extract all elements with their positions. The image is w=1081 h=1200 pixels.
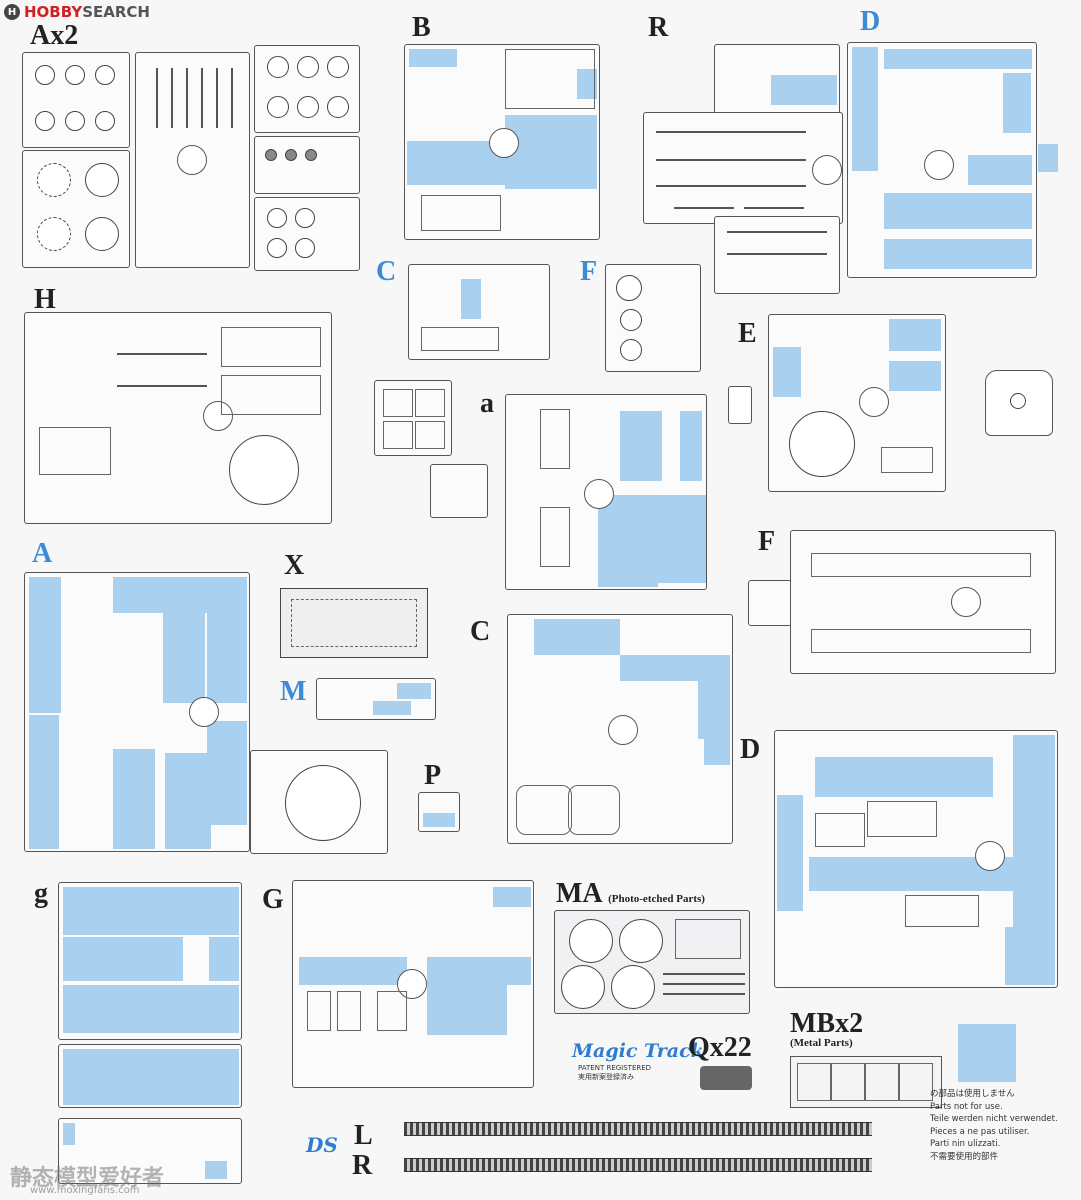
- sprue-ma-photo-etch: [554, 910, 750, 1014]
- not-for-use-legend: の部品は使用しません Parts not for use. Teile werd…: [930, 1088, 1058, 1163]
- note-it: Parti nin ulizzati.: [930, 1139, 1001, 1149]
- sprue-a-lower-tab: [430, 464, 488, 518]
- sprue-e-tab: [728, 386, 752, 424]
- sprue-x-hull: [280, 588, 428, 658]
- sprue-g-lower-bottom: [58, 1118, 242, 1184]
- sprue-a-lower: [505, 394, 707, 590]
- sprue-label-d-top: D: [860, 6, 881, 37]
- magic-track-patent: PATENT REGISTERED 実用新案登録済み: [578, 1064, 651, 1082]
- sprue-label-mbx2: MBx2 (Metal Parts): [790, 1010, 863, 1049]
- ma-subtitle: (Photo-etched Parts): [608, 893, 705, 905]
- sprue-ax2-wheels-top: [22, 52, 130, 148]
- track-l: [404, 1122, 872, 1136]
- sprue-label-b: B: [412, 12, 431, 43]
- sprue-label-x: X: [284, 550, 305, 581]
- note-en: Parts not for use.: [930, 1101, 1003, 1112]
- sprue-g-lower: [58, 882, 242, 1040]
- sprue-m: [316, 678, 436, 720]
- sprue-c-small: [408, 264, 550, 360]
- track-label-r: R: [352, 1150, 373, 1181]
- sprue-label-ma: MA (Photo-etched Parts): [556, 880, 705, 908]
- sprue-label-r: R: [648, 12, 669, 43]
- sprue-label-f-large: F: [758, 526, 776, 557]
- logo-icon: H: [4, 4, 20, 20]
- sprue-label-e: E: [738, 318, 757, 349]
- sprue-label-ax2: Ax2: [30, 20, 79, 51]
- ds-logo: DS: [306, 1133, 338, 1157]
- sprue-label-d-lower: D: [740, 734, 761, 765]
- sprue-c-mid: [507, 614, 733, 844]
- note-de: Teile werden nicht verwendet.: [930, 1114, 1058, 1124]
- sprue-a-big-extension: [250, 750, 388, 854]
- sprue-label-m: M: [280, 676, 307, 707]
- note-fr: Pieces a ne pas utiliser.: [930, 1126, 1030, 1137]
- patent-jp: 実用新案登録済み: [578, 1073, 634, 1081]
- mb-subtitle: (Metal Parts): [790, 1037, 853, 1049]
- sprue-label-a-lower: a: [480, 388, 494, 419]
- sprue-label-qx22: Qx22: [688, 1032, 752, 1063]
- sprue-f-large-tab: [748, 580, 792, 626]
- sprue-h-hatch: [374, 380, 452, 456]
- sprue-p: [418, 792, 460, 832]
- sprue-g-lower-mid: [58, 1044, 242, 1108]
- sprue-ax2-wheels-right: [254, 45, 360, 133]
- sprue-mb-metal: [790, 1056, 942, 1108]
- sprue-label-p: P: [424, 760, 442, 791]
- sprue-h: [24, 312, 332, 524]
- turret-part: [985, 370, 1053, 436]
- note-cn: 不需要使用的部件: [930, 1151, 999, 1162]
- site-logo: H HOBBYSEARCH: [4, 3, 150, 21]
- sprue-d-top-tab: [1038, 144, 1058, 172]
- sprue-f-large: [790, 530, 1056, 674]
- sprue-r-bottom: [714, 216, 840, 294]
- sprue-f-small: [605, 264, 701, 372]
- magic-track-logo: Magic Track: [572, 1040, 704, 1062]
- sprue-e: [768, 314, 946, 492]
- sprue-ax2-center: [135, 52, 250, 268]
- logo-brand-red: HOBBY: [24, 3, 83, 21]
- note-jp: の部品は使用しません: [930, 1089, 1015, 1099]
- not-for-use-swatch: [958, 1024, 1016, 1082]
- sprue-a-big: [24, 572, 250, 852]
- track-label-l: L: [354, 1120, 373, 1151]
- logo-brand-gray: SEARCH: [82, 3, 150, 21]
- sprue-ax2-wheels-bottom: [254, 197, 360, 271]
- sprue-ax2-sprockets: [22, 150, 130, 268]
- sprue-label-h: H: [34, 284, 56, 315]
- sprue-ax2-small-parts: [254, 136, 360, 194]
- watermark-url: www.moxingfans.com: [30, 1185, 140, 1196]
- sprue-g-upper: [292, 880, 534, 1088]
- sprue-label-a-big: A: [32, 538, 53, 569]
- ma-title: MA: [556, 878, 602, 909]
- sprue-label-c-small: C: [376, 256, 397, 287]
- mb-title: MBx2: [790, 1008, 864, 1039]
- watermark-cn: 静态模型爱好者: [10, 1166, 165, 1191]
- sprue-label-f-small: F: [580, 256, 598, 287]
- sprue-label-g-lower: g: [34, 878, 48, 909]
- sprue-d-lower: [774, 730, 1058, 988]
- sprue-b: [404, 44, 600, 240]
- sprue-d-top: [847, 42, 1037, 278]
- patent-en: PATENT REGISTERED: [578, 1064, 652, 1072]
- track-link-part: [700, 1066, 752, 1090]
- sprue-label-g-upper: G: [262, 884, 284, 915]
- sprue-r-middle: [643, 112, 843, 224]
- track-r: [404, 1158, 872, 1172]
- sprue-label-c-mid: C: [470, 616, 491, 647]
